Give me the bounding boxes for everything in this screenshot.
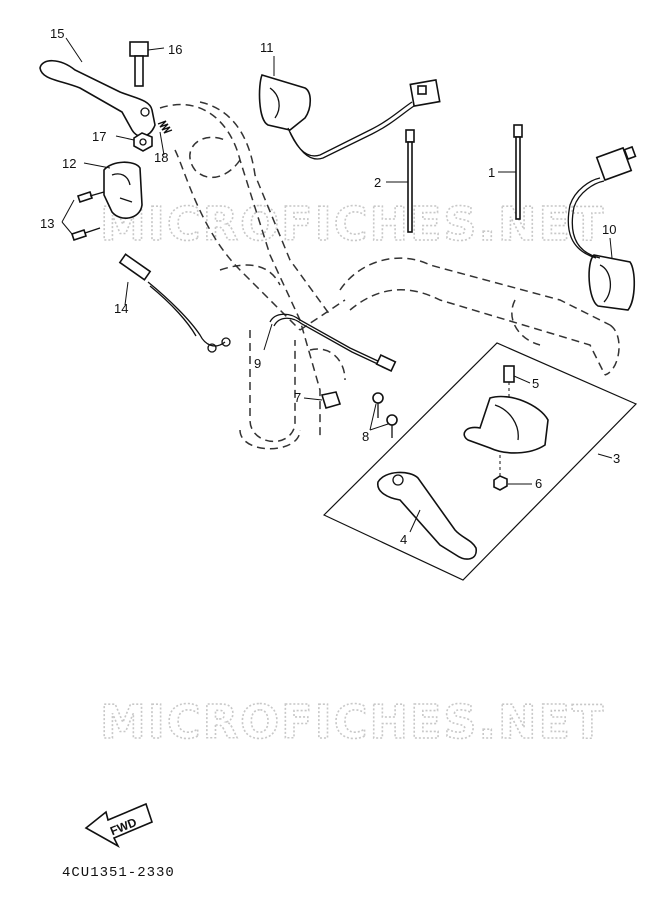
lever-bracket — [463, 395, 549, 478]
callout-14: 14 — [114, 301, 128, 316]
screws-8 — [372, 392, 398, 438]
callout-1: 1 — [488, 165, 495, 180]
callout-6: 6 — [535, 476, 542, 491]
start-switch — [258, 74, 441, 160]
callout-7: 7 — [294, 390, 301, 405]
cable-tie-2 — [405, 129, 415, 233]
holder-screws — [70, 190, 105, 242]
kit-nut — [493, 475, 508, 491]
clutch-lever — [39, 59, 156, 138]
watermark-middle: MICROFICHES.NET — [100, 695, 605, 749]
callout-16: 16 — [168, 42, 182, 57]
lever-holder — [103, 161, 143, 219]
callout-12: 12 — [62, 156, 76, 171]
callout-8: 8 — [362, 429, 369, 444]
callout-11: 11 — [260, 40, 274, 55]
callout-5: 5 — [532, 376, 539, 391]
lever-spring — [157, 120, 173, 134]
brake-lever — [377, 471, 477, 560]
lever-nut — [133, 132, 153, 152]
right-switch — [567, 145, 637, 311]
callout-2: 2 — [374, 175, 381, 190]
kit-bolt — [503, 365, 515, 400]
handlebar-phantom — [159, 101, 620, 450]
callout-15: 15 — [50, 26, 64, 41]
switch-lead — [269, 313, 397, 372]
fwd-arrow-icon: FWD — [84, 802, 153, 848]
lever-pivot-bolt — [129, 41, 149, 87]
clutch-switch — [118, 253, 231, 353]
brake-lever-kit-outline — [322, 342, 638, 581]
callout-labels: 1 2 3 4 5 6 7 8 9 10 11 12 13 14 15 16 1… — [40, 26, 620, 547]
callout-9: 9 — [254, 356, 261, 371]
clip — [320, 391, 342, 409]
diagram-code: 4CU1351-2330 — [62, 865, 175, 881]
leader-lines — [61, 37, 613, 533]
callout-10: 10 — [602, 222, 616, 237]
callout-13: 13 — [40, 216, 54, 231]
watermark-top: MICROFICHES.NET — [100, 197, 605, 251]
callout-4: 4 — [400, 532, 407, 547]
callout-3: 3 — [613, 451, 620, 466]
callout-18: 18 — [154, 150, 168, 165]
callout-17: 17 — [92, 129, 106, 144]
cable-tie-1 — [513, 124, 523, 220]
